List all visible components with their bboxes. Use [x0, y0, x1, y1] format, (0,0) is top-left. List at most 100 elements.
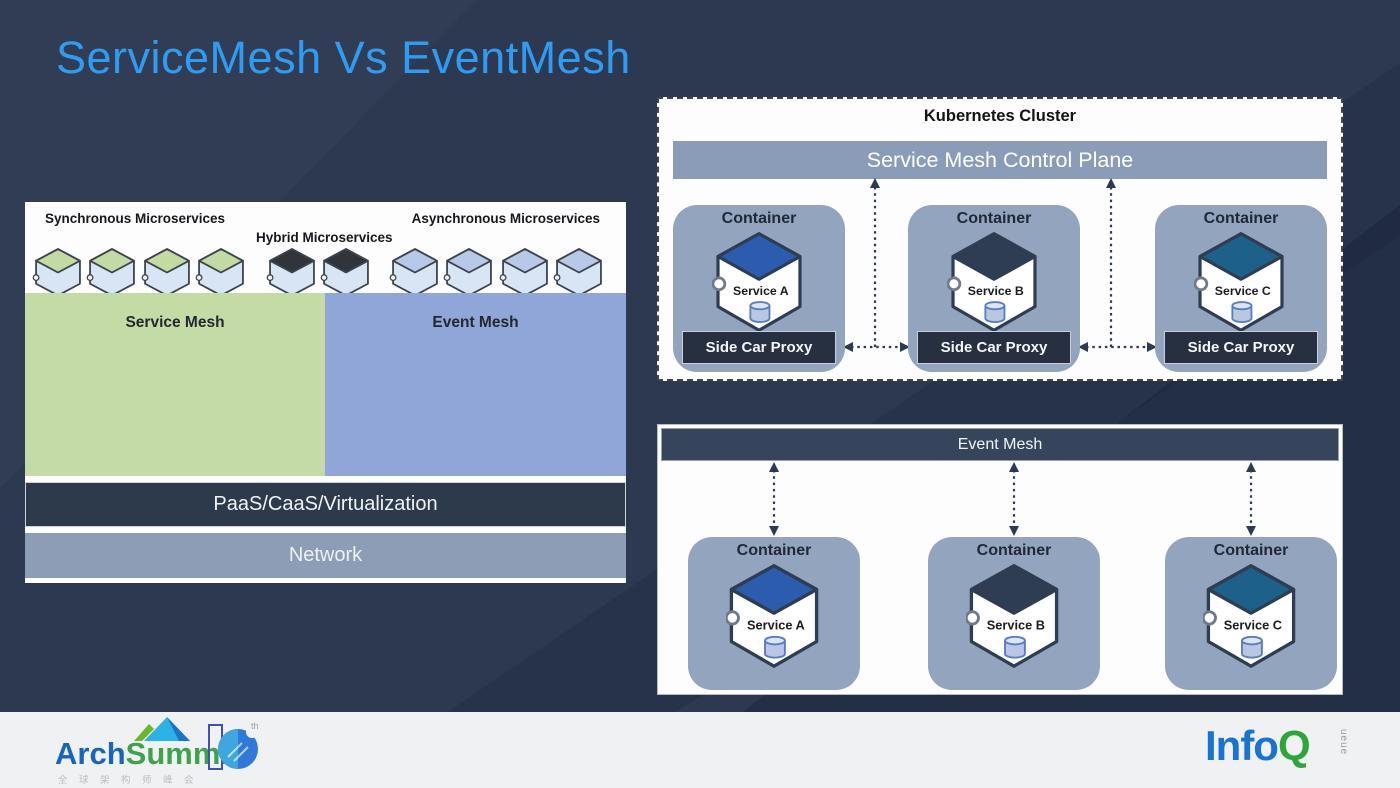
mountain-icon	[134, 717, 190, 741]
service-mesh-zone-label: Service Mesh	[125, 314, 225, 331]
cube-top-face	[729, 564, 819, 615]
paas-layer: PaaS/CaaS/Virtualization	[25, 482, 626, 527]
service-label: Service C	[1224, 617, 1282, 632]
arch-text: Arch	[55, 736, 126, 771]
service-cube-icon: Service B	[947, 232, 1037, 332]
cube-top-face	[198, 248, 244, 274]
microservice-cube-icon	[389, 248, 438, 297]
container-label: Container	[956, 210, 1032, 227]
arrowhead-up	[1009, 462, 1019, 472]
badge-circle-half	[218, 729, 238, 769]
endpoint-circle-icon	[726, 610, 740, 626]
microservice-cube-icon	[266, 248, 315, 297]
arrowhead-up	[769, 462, 779, 472]
microservice-cube-icon	[553, 248, 602, 297]
page-title: ServiceMesh Vs EventMesh	[56, 32, 631, 83]
container-card: Container Service A	[688, 537, 860, 690]
event-mesh-diagram: Event Mesh Container Service A	[657, 424, 1343, 695]
infoq-logo: InfoQ ueue	[1205, 722, 1375, 780]
microservices-mesh-diagram: Synchronous Microservices Hybrid Microse…	[25, 202, 626, 583]
service-cube-icon: Service B	[966, 564, 1059, 668]
database-cylinder-top	[764, 635, 786, 646]
database-cylinder-icon	[1004, 640, 1026, 659]
cube-top-face	[969, 564, 1059, 615]
endpoint-circle-icon	[553, 274, 561, 282]
database-cylinder-icon	[764, 640, 786, 659]
archsummit-subtitle: 全球架构师峰会	[58, 775, 206, 786]
tenth-badge-icon: th	[208, 721, 259, 770]
cube-top-face	[89, 248, 135, 274]
service-cube-icon: Service A	[726, 564, 819, 668]
service-cube-icon: Service A	[712, 232, 802, 332]
hybrid-microservices-label: Hybrid Microservices	[256, 230, 393, 245]
arrowhead-up	[870, 178, 880, 188]
container-card: Container Service A Side Car Proxy	[673, 205, 845, 372]
footer-bar: ArchSummit 全球架构师峰会 th InfoQ ueue	[0, 712, 1400, 788]
microservice-cube-icon	[32, 248, 81, 297]
service-label: Service A	[733, 284, 789, 298]
container-card: Container Service C Side Car Proxy	[1155, 205, 1327, 372]
service-label: Service B	[987, 617, 1045, 632]
cube-top-face	[716, 232, 802, 281]
arrowhead-up	[1106, 178, 1116, 188]
arrowhead-down	[1246, 526, 1256, 536]
database-cylinder-icon	[749, 305, 771, 323]
container-label: Container	[736, 542, 812, 559]
badge-notch	[246, 726, 258, 738]
cube-top-face	[951, 232, 1037, 281]
kubernetes-cluster-diagram: Kubernetes Cluster Service Mesh Control …	[657, 97, 1343, 381]
endpoint-circle-icon	[443, 274, 451, 282]
asynchronous-microservices-label: Asynchronous Microservices	[411, 211, 600, 226]
microservice-cube-icon	[195, 248, 244, 297]
info-text: Info	[1205, 722, 1279, 769]
container-label: Container	[976, 542, 1052, 559]
database-cylinder-top	[1004, 635, 1026, 646]
container-label: Container	[1213, 542, 1289, 559]
database-cylinder-top	[749, 301, 771, 311]
network-layer: Network	[25, 533, 626, 578]
cube-top-face	[323, 248, 369, 274]
cube-top-face	[502, 248, 548, 274]
archsummit-wordmark: ArchSummit	[55, 736, 239, 772]
service-mesh-control-plane-bar: Service Mesh Control Plane	[673, 141, 1327, 179]
endpoint-circle-icon	[499, 274, 507, 282]
endpoint-circle-icon	[195, 274, 203, 282]
cube-top-face	[392, 248, 438, 274]
sidecar-proxy-bar: Side Car Proxy	[917, 331, 1071, 364]
microservice-cube-icon	[499, 248, 548, 297]
microservice-cube-icon	[320, 248, 369, 297]
cube-top-face	[144, 248, 190, 274]
endpoint-circle-icon	[1194, 276, 1209, 292]
service-cube-icon: Service C	[1203, 564, 1296, 668]
cube-top-face	[556, 248, 602, 274]
database-cylinder-icon	[984, 305, 1006, 323]
endpoint-circle-icon	[266, 274, 274, 282]
arrowhead-up	[1246, 462, 1256, 472]
microservice-cube-icon	[443, 248, 492, 297]
cube-top-face	[446, 248, 492, 274]
service-mesh-zone: Service Mesh	[25, 293, 325, 476]
arrowhead-down	[1009, 526, 1019, 536]
container-card: Container Service C	[1165, 537, 1337, 690]
endpoint-circle-icon	[141, 274, 149, 282]
kubernetes-cluster-title: Kubernetes Cluster	[923, 107, 1077, 125]
service-label: Service C	[1215, 284, 1271, 298]
service-label: Service A	[747, 617, 805, 632]
microservice-cube-icon	[86, 248, 135, 297]
sidecar-proxy-bar: Side Car Proxy	[682, 331, 836, 364]
q-text: Q	[1277, 722, 1311, 769]
container-label: Container	[1203, 210, 1279, 227]
endpoint-circle-icon	[947, 276, 962, 292]
container-card: Container Service B Side Car Proxy	[908, 205, 1080, 372]
event-mesh-bar: Event Mesh	[661, 428, 1339, 461]
endpoint-circle-icon	[389, 274, 397, 282]
service-cube-icon: Service C	[1194, 232, 1284, 332]
event-mesh-zone: Event Mesh	[325, 293, 626, 476]
database-cylinder-top	[1231, 301, 1253, 311]
cube-top-face	[1206, 564, 1296, 615]
event-mesh-zone-label: Event Mesh	[432, 314, 519, 331]
service-label: Service B	[968, 284, 1024, 298]
database-cylinder-icon	[1231, 305, 1253, 323]
database-cylinder-icon	[1241, 640, 1263, 659]
